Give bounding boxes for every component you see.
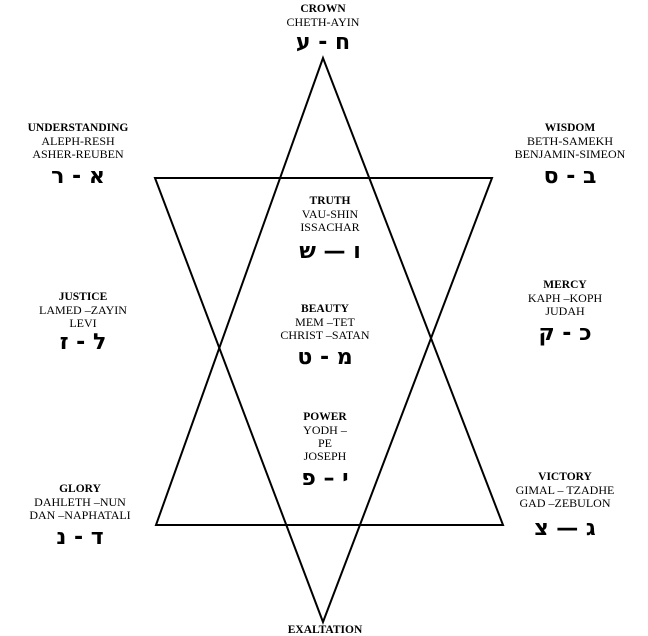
node-title: WISDOM [544,122,596,134]
node-tribes: CHRIST –SATAN [280,328,370,342]
hebrew-letters: ש — ו [299,239,361,264]
hebrew-letters: נ - ד [56,525,104,550]
node-letters: MEM –TET [295,315,355,329]
node-letters: VAU-SHIN [301,207,359,221]
node-tribes: ASHER-REUBEN [32,147,124,161]
node-crown: CROWN CHETH-AYIN ע - ח [263,3,383,56]
node-letters: KAPH –KOPH [527,291,603,305]
node-letters: DAHLETH –NUN [34,495,126,509]
node-title: GLORY [59,483,101,495]
node-letters: BETH-SAMEKH [527,134,613,148]
node-glory: GLORY DAHLETH –NUN DAN –NAPHATALI נ - ד [15,483,145,551]
node-beauty: BEAUTY MEM –TET CHRIST –SATAN ט - מ [265,303,385,371]
node-title: JUSTICE [58,291,108,303]
node-mercy: MERCY KAPH –KOPH JUDAH ק - כ [510,279,620,347]
node-letters-cont: PE [317,436,332,450]
upright-triangle [154,55,505,526]
node-tribes: GAD –ZEBULON [519,496,611,510]
node-victory: VICTORY GIMAL – TZADHE GAD –ZEBULON צ — … [500,471,630,542]
node-tribes: BENJAMIN-SIMEON [514,147,626,161]
node-letters: CHETH-AYIN [286,15,360,29]
node-exaltation-title: EXALTATION [287,624,363,636]
hebrew-letters: ז - ל [59,330,107,355]
node-tribes: ISSACHAR [300,220,360,234]
node-title: VICTORY [538,471,592,483]
node-letters: YODH – [303,423,347,437]
node-title: BEAUTY [301,303,349,315]
node-wisdom: WISDOM BETH-SAMEKH BENJAMIN-SIMEON ס - ב [505,122,635,190]
node-tribes: LEVI [69,316,97,330]
hebrew-letters: ר - א [51,164,105,189]
node-tribes: JUDAH [545,304,585,318]
node-title: UNDERSTANDING [27,122,129,134]
node-truth: TRUTH VAU-SHIN ISSACHAR ש — ו [280,195,380,265]
hebrew-letters: ס - ב [543,164,597,189]
node-letters: LAMED –ZAYIN [39,303,127,317]
hebrew-letters: פ – י [301,466,349,491]
node-power: POWER YODH – PE JOSEPH פ – י [275,411,375,492]
hebrew-letters: ט - מ [297,345,353,370]
node-tribes: JOSEPH [303,449,347,463]
node-title: CROWN [300,3,346,15]
hebrew-letters: ע - ח [295,30,351,55]
hebrew-letters: צ — ג [534,516,596,541]
node-letters: GIMAL – TZADHE [515,483,615,497]
node-tribes: DAN –NAPHATALI [29,508,131,522]
node-title: TRUTH [309,195,351,207]
node-justice: JUSTICE LAMED –ZAYIN LEVI ז - ל [23,291,143,356]
node-understanding: UNDERSTANDING ALEPH-RESH ASHER-REUBEN ר … [18,122,138,190]
node-title: POWER [303,411,347,423]
inverted-triangle [153,177,494,625]
hebrew-letters: ק - כ [538,321,592,346]
node-letters: ALEPH-RESH [41,134,115,148]
node-title: MERCY [543,279,587,291]
